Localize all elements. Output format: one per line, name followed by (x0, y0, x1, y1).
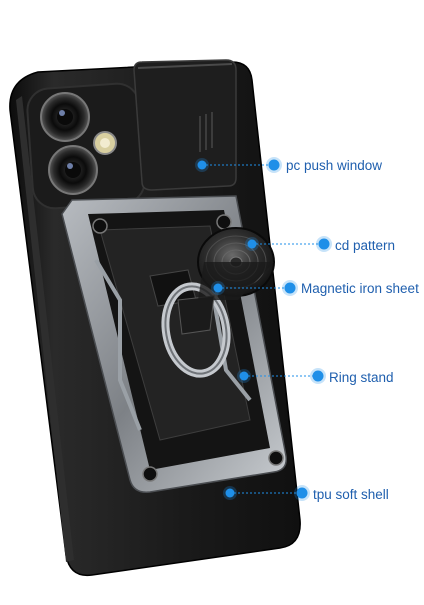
label-ring-stand: Ring stand (329, 370, 394, 385)
callout-dot-end (318, 238, 330, 250)
callout-dot-start (225, 488, 235, 498)
push-window-slider (133, 59, 237, 191)
callout-dot-end (296, 487, 308, 499)
callout-lines (195, 157, 332, 501)
callout-dot-start (247, 239, 257, 249)
callout-dot-end (284, 282, 296, 294)
callout-dot-end (268, 159, 280, 171)
label-pc-push-window: pc push window (286, 158, 383, 173)
ring-stand (161, 282, 231, 378)
callout-dot-start (239, 371, 249, 381)
callout-dot-start (213, 283, 223, 293)
callout-dot-end (312, 370, 324, 382)
label-tpu-soft-shell: tpu soft shell (313, 487, 389, 502)
label-cd-pattern: cd pattern (335, 238, 396, 253)
callout-dot-start (197, 160, 207, 170)
camera-module (26, 82, 146, 210)
label-magnetic-iron-sheet: Magnetic iron sheet (301, 281, 419, 296)
